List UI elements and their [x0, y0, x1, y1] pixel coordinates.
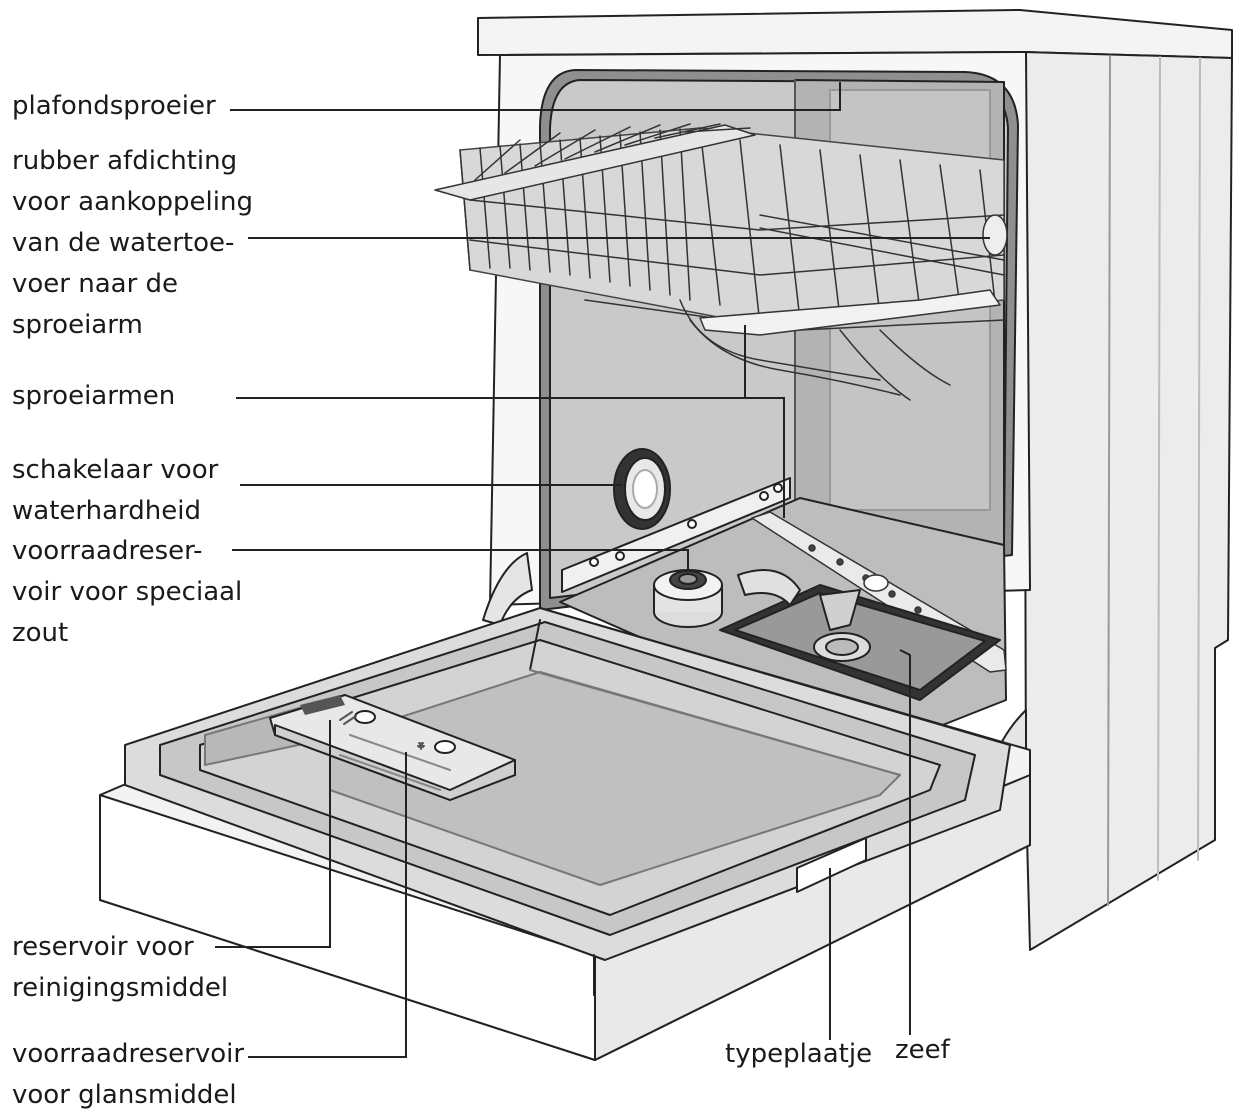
- label-spray-arms: sproeiarmen: [12, 381, 176, 411]
- detergent-dispenser: [204, 694, 516, 801]
- label-filter: zeef: [895, 1035, 950, 1065]
- leader-spray-arms: [236, 397, 785, 518]
- label-detergent-reservoir: reservoir voor reinigingsmiddel: [12, 932, 229, 1003]
- leader-filter: [899, 649, 911, 1035]
- label-water-hardness-switch: schakelaar voor waterhardheid: [12, 455, 219, 526]
- leader-lines: [215, 82, 990, 1058]
- label-rubber-seal: rubber afdichting voor aankoppeling van …: [12, 146, 253, 340]
- leader-salt-reservoir: [232, 549, 689, 572]
- label-salt-reservoir: voorraadreser- voir voor speciaal zout: [12, 536, 243, 648]
- cup-shelf: [434, 123, 756, 201]
- label-type-plate: typeplaatje: [725, 1039, 873, 1069]
- filter-assembly: [719, 569, 1001, 701]
- upper-rack: [459, 127, 1005, 401]
- leader-detergent: [215, 720, 331, 948]
- leader-rinse-aid: [248, 752, 407, 1058]
- water-hardness-switch-dial: [613, 448, 671, 530]
- salt-reservoir-cap: [653, 569, 723, 628]
- leader-ceiling-sprayer: [230, 82, 841, 111]
- label-ceiling-sprayer: plafondsproeier: [12, 91, 216, 121]
- type-plate: [796, 837, 867, 893]
- label-rinse-aid-reservoir: voorraadreservoir voor glansmiddel: [12, 1039, 245, 1110]
